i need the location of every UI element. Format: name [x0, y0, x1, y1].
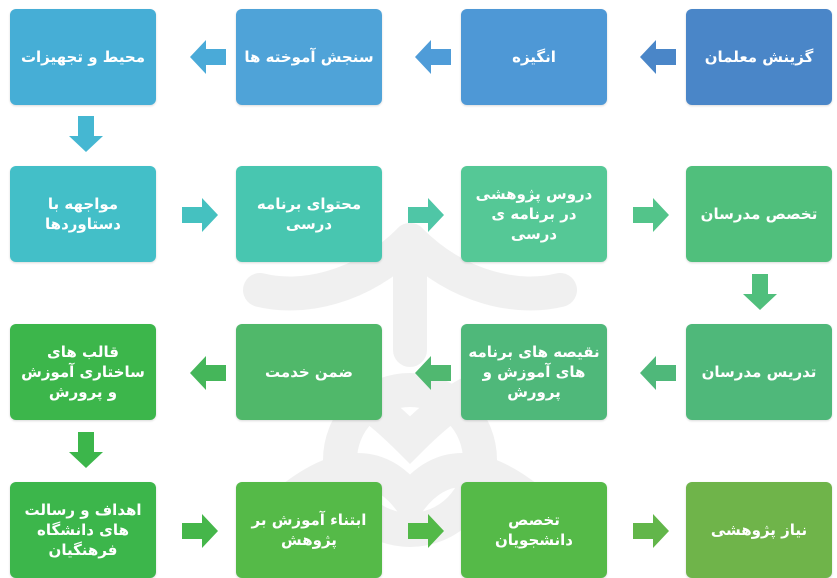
arrow-left-icon	[640, 356, 676, 390]
arrow-left-icon	[190, 356, 226, 390]
node-student-expertise-label: تخصص دانشجویان	[494, 510, 574, 549]
node-teacher-selection: گزینش معلمان	[686, 9, 832, 105]
node-research-need: نیاز پژوهشی	[686, 482, 832, 578]
arrow-right-icon	[408, 514, 444, 548]
node-research-based-education: ابتناء آموزش بر پژوهش	[236, 482, 382, 578]
node-in-service-label: ضمن خدمت	[265, 362, 353, 381]
node-motivation: انگیزه	[461, 9, 607, 105]
node-learning-assessment-label: سنجش آموخته ها	[244, 47, 374, 66]
node-research-courses-label: دروس پژوهشی در برنامه ی درسی	[475, 184, 593, 244]
node-structural-templates: قالب های ساختاری آموزش و پرورش	[10, 324, 156, 420]
node-learning-assessment: سنجش آموخته ها	[236, 9, 382, 105]
node-environment-equipment: محیط و تجهیزات	[10, 9, 156, 105]
arrow-down-icon	[743, 274, 777, 310]
node-university-goals: اهداف و رسالت های دانشگاه فرهنگیان	[10, 482, 156, 578]
node-in-service: ضمن خدمت	[236, 324, 382, 420]
node-instructor-expertise-label: تخصص مدرسان	[700, 204, 818, 223]
node-teacher-selection-label: گزینش معلمان	[704, 47, 814, 66]
node-curriculum-content: محتوای برنامه درسی	[236, 166, 382, 262]
arrow-left-icon	[415, 40, 451, 74]
node-structural-templates-label: قالب های ساختاری آموزش و پرورش	[21, 342, 145, 402]
arrow-right-icon	[182, 514, 218, 548]
arrow-right-icon	[633, 514, 669, 548]
node-program-shortcomings: نقیصه های برنامه های آموزش و پرورش	[461, 324, 607, 420]
node-research-need-label: نیاز پژوهشی	[710, 520, 808, 539]
arrow-down-icon	[69, 432, 103, 468]
arrow-left-icon	[190, 40, 226, 74]
node-environment-equipment-label: محیط و تجهیزات	[20, 47, 146, 66]
node-facing-achievements: مواجهه با دستاوردها	[10, 166, 156, 262]
arrow-left-icon	[415, 356, 451, 390]
arrow-left-icon	[640, 40, 676, 74]
node-curriculum-content-label: محتوای برنامه درسی	[256, 194, 362, 233]
node-instructor-expertise: تخصص مدرسان	[686, 166, 832, 262]
node-program-shortcomings-label: نقیصه های برنامه های آموزش و پرورش	[468, 342, 600, 402]
arrow-down-icon	[69, 116, 103, 152]
node-facing-achievements-label: مواجهه با دستاوردها	[45, 194, 121, 233]
node-research-based-education-label: ابتناء آموزش بر پژوهش	[251, 510, 367, 549]
arrow-right-icon	[408, 198, 444, 232]
node-motivation-label: انگیزه	[512, 47, 556, 66]
arrow-right-icon	[633, 198, 669, 232]
arrow-right-icon	[182, 198, 218, 232]
node-student-expertise: تخصص دانشجویان	[461, 482, 607, 578]
node-research-courses: دروس پژوهشی در برنامه ی درسی	[461, 166, 607, 262]
node-university-goals-label: اهداف و رسالت های دانشگاه فرهنگیان	[24, 500, 142, 560]
node-instructor-teaching: تدریس مدرسان	[686, 324, 832, 420]
node-instructor-teaching-label: تدریس مدرسان	[701, 362, 817, 381]
